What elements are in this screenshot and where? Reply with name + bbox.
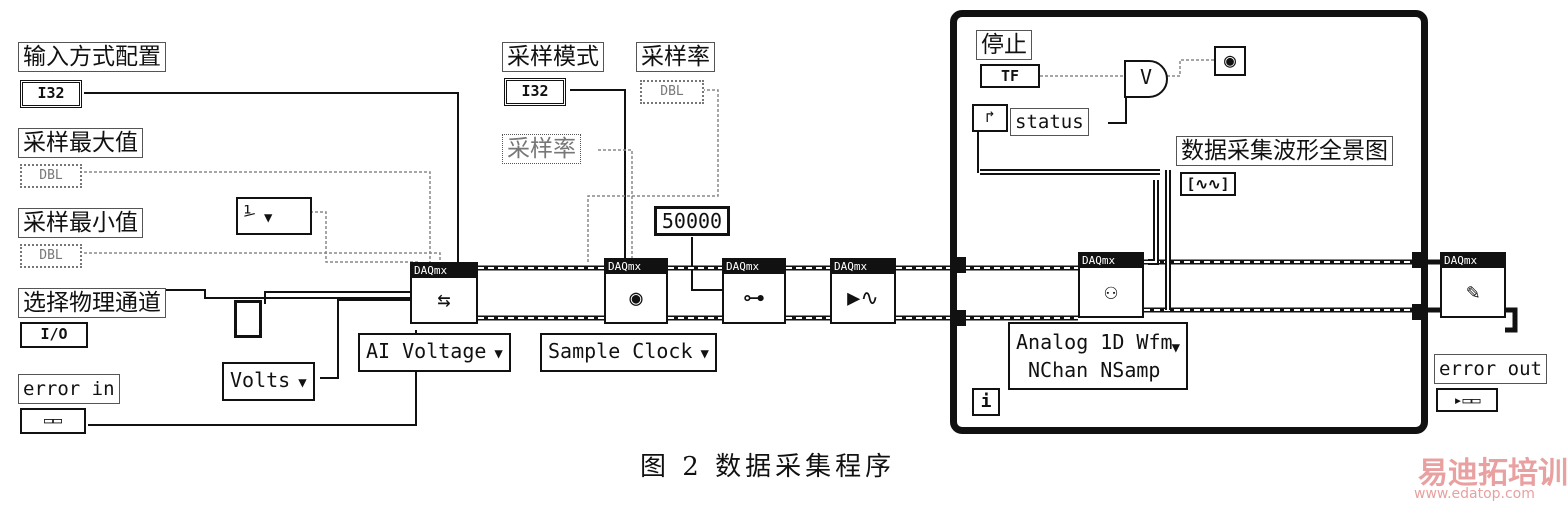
terminal-input-mode[interactable]: I32 [20,80,82,108]
or-gate[interactable]: V [1124,60,1168,98]
unbundle-icon: ↱ [972,104,1008,132]
figure-caption: 图 2 数据采集程序 [640,452,896,482]
ring-fraction-icon: ⅟ [244,203,257,227]
rate-constant[interactable]: 50000 [654,206,730,236]
read-ring-line2: NChan NSamp [1028,358,1161,382]
iteration-terminal[interactable]: i [972,388,1000,416]
dropdown-arrow-icon: ▼ [298,375,307,391]
daqmx-create-channel-vi[interactable]: DAQmx ⇆ [410,262,478,324]
units-ring[interactable]: Volts ▼ [222,362,315,401]
label-stop: 停止 [976,30,1032,60]
while-loop[interactable] [950,10,1428,434]
measurement-ring[interactable]: AI Voltage ▼ [358,333,511,372]
terminal-error-in[interactable]: ▭▭ [20,408,86,434]
watermark-url: www.edatop.com [1414,486,1535,502]
eraser-icon: ✎ [1466,279,1480,305]
read-ring-line1: Analog 1D Wfm [1016,330,1173,354]
daqmx-clear-vi[interactable]: DAQmx ✎ [1440,252,1506,318]
terminal-physical-channel[interactable]: I/O [20,322,88,348]
units-ring-value: Volts [230,368,291,392]
daqmx-timing-vi[interactable]: DAQmx ◉ [604,258,668,324]
wire-sample-mode [570,89,626,262]
wire-input-config [84,92,459,262]
wire-min [84,252,441,262]
terminal-sample-max[interactable]: DBL [20,164,82,188]
cluster-icon: ▭▭ [43,411,63,429]
daqmx-trigger-vi[interactable]: DAQmx ⊶ [722,258,786,324]
vi-header: DAQmx [1442,254,1504,268]
local-var-sample-rate[interactable]: 采样率 [502,134,581,164]
label-physical-channel: 选择物理通道 [18,288,166,318]
cluster-icon: ▸▭▭ [1453,391,1481,409]
watermark-brand: 易迪拓培训 [1418,456,1567,491]
terminal-stop[interactable]: TF [980,64,1040,88]
terminal-error-out[interactable]: ▸▭▭ [1436,388,1498,412]
label-error-in: error in [18,374,120,404]
vi-header: DAQmx [724,260,784,274]
label-sample-mode: 采样模式 [502,42,604,72]
vi-header: DAQmx [1080,254,1142,268]
vi-header: DAQmx [832,260,894,274]
channel-constant[interactable] [234,300,262,338]
dropdown-arrow-icon: ▼ [264,210,273,226]
terminal-sample-min[interactable]: DBL [20,244,82,268]
vi-header: DAQmx [606,260,666,274]
dropdown-arrow-icon: ▼ [700,346,709,362]
label-waveform-graph: 数据采集波形全景图 [1176,136,1393,166]
play-icon: ▶∿ [847,285,879,311]
vi-header: DAQmx [412,264,476,278]
wire-rate-const [691,237,724,291]
measurement-ring-value: AI Voltage [366,339,487,363]
daqmx-read-vi[interactable]: DAQmx ⚇ [1078,252,1144,318]
coupling-ring[interactable]: ⅟▼ [236,197,312,235]
label-input-mode: 输入方式配置 [18,42,166,72]
glasses-icon: ⚇ [1104,279,1118,305]
trigger-icon: ⊶ [743,285,765,311]
dropdown-arrow-icon: ▼ [1171,340,1180,356]
timing-ring[interactable]: Sample Clock ▼ [540,333,717,372]
label-sample-min: 采样最小值 [18,208,143,238]
label-error-out: error out [1434,354,1547,384]
dropdown-arrow-icon: ▼ [494,346,503,362]
wire-max [84,171,431,262]
label-sample-rate: 采样率 [636,42,715,72]
channel-icon: ⇆ [437,287,451,313]
stop-button-icon[interactable]: ◉ [1214,46,1246,76]
terminal-waveform-graph[interactable]: [∿∿] [1180,172,1236,196]
clock-icon: ◉ [629,285,643,311]
terminal-sample-rate[interactable]: DBL [640,80,704,104]
label-status: status [1010,108,1089,136]
read-polymorphic-ring[interactable]: Analog 1D Wfm NChan NSamp ▼ [1008,322,1188,390]
terminal-sample-mode[interactable]: I32 [504,78,566,106]
label-sample-max: 采样最大值 [18,128,143,158]
timing-ring-value: Sample Clock [548,339,693,363]
daqmx-start-vi[interactable]: DAQmx ▶∿ [830,258,896,324]
